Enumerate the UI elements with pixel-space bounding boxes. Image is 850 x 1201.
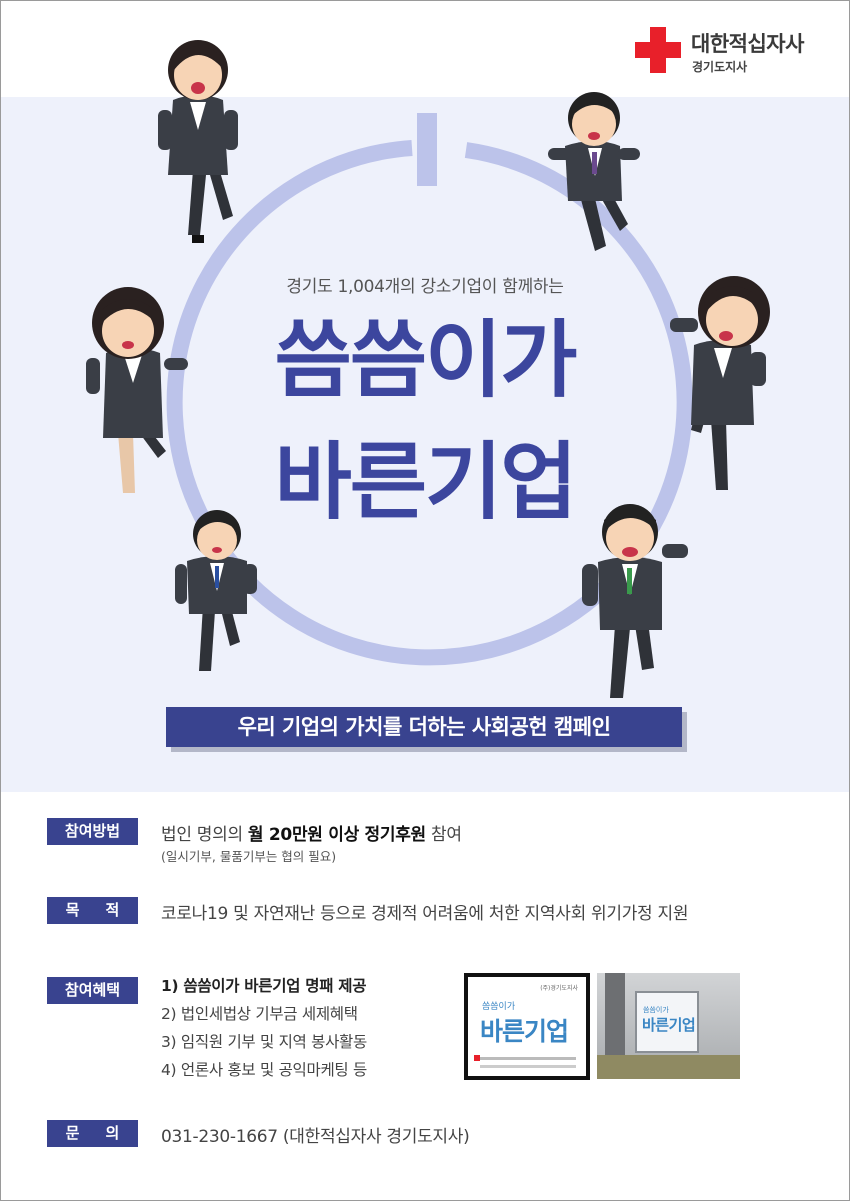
businessman-character-bottom-right [582,504,688,698]
logo-name: 대한적십자사 [691,32,804,56]
contact-text: 031-230-1667 (대한적십자사 경기도지사) [161,1127,470,1147]
power-ring-graphic [166,113,693,666]
benefit-item-2: 2) 법인세법상 기부금 세제혜택 [161,1005,358,1023]
red-cross-logo: 대한적십자사 경기도지사 [635,27,835,77]
photo-sign-line1: 씀씀이가 [643,1006,669,1014]
logo-branch: 경기도지사 [692,60,748,74]
hero-subtitle: 경기도 1,004개의 강소기업이 함께하는 [286,277,564,297]
campaign-banner: 우리 기업의 가치를 더하는 사회공헌 캠페인 [166,707,682,747]
photo-bushes [597,1055,740,1079]
purpose-label: 목 적 [47,897,138,924]
method-text: 법인 명의의 월 20만원 이상 정기후원 참여 [161,820,462,845]
businesswoman-character-middle-left [86,287,188,493]
hero-title-line1: 씀씀이가 [274,311,577,409]
benefit-item-3: 3) 임직원 기부 및 지역 봉사활동 [161,1033,367,1051]
plaque-footer-line [480,1057,576,1060]
plaque-line2: 바른기업 [480,1017,569,1046]
plaque-line1: 씀씀이가 [482,1002,516,1012]
hero-title-line2: 바른기업 [274,433,577,531]
photo-window-frame [605,973,625,1079]
benefit-item-1: 1) 씀씀이가 바른기업 명패 제공 [161,977,367,995]
benefit-item-4: 4) 언론사 홍보 및 공익마케팅 등 [161,1061,367,1079]
plaque-company-text: (주)경기도지사 [540,985,578,992]
photo-sign-line2: 바른기업 [642,1016,696,1034]
method-note: (일시기부, 물품기부는 협의 필요) [161,849,337,864]
plaque-red-cross-icon [474,1055,480,1061]
businessman-character-bottom-left [175,510,257,671]
businessman-character-top-right [548,92,640,251]
photo-sign: 씀씀이가 바른기업 [635,991,699,1053]
installed-plaque-photo: 씀씀이가 바른기업 [597,973,740,1079]
red-cross-icon [635,27,681,73]
businesswoman-character-top-left [158,40,238,243]
method-text-suffix: 참여 [425,825,462,845]
hero-section [1,97,849,792]
plaque-footer-line [480,1065,576,1068]
businesswoman-character-middle-right [670,276,770,490]
purpose-text: 코로나19 및 자연재난 등으로 경제적 어려움에 처한 지역사회 위기가정 지… [161,904,689,924]
method-text-bold: 월 20만원 이상 정기후원 [247,825,426,845]
contact-label: 문 의 [47,1120,138,1147]
method-label: 참여방법 [47,818,138,845]
benefits-label: 참여혜택 [47,977,138,1004]
plaque-image: (주)경기도지사 씀씀이가 바른기업 [464,973,590,1080]
method-text-prefix: 법인 명의의 [161,825,248,845]
